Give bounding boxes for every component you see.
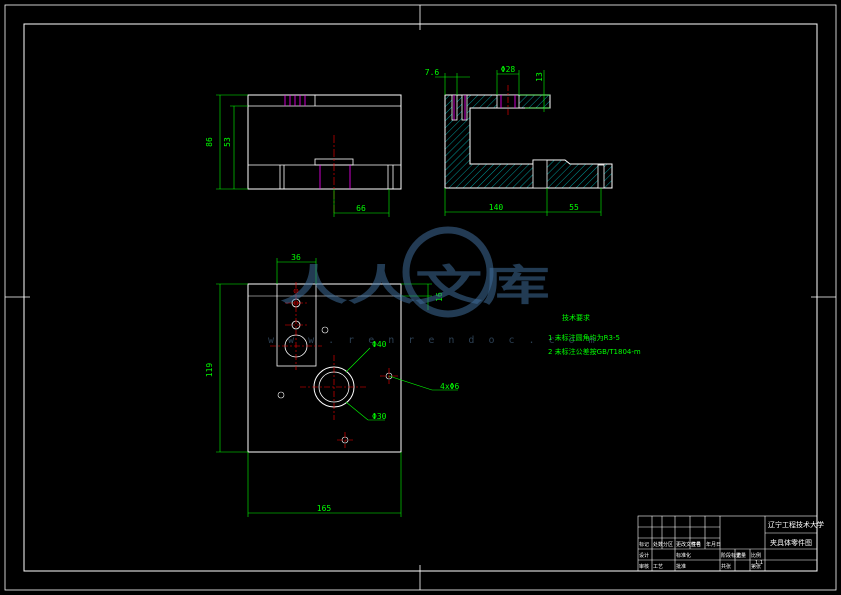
title-block [637, 515, 818, 572]
tb-label-14: 共张 [721, 563, 731, 570]
dim-hole-small: Φ30 [372, 412, 387, 421]
tb-label-8: 审核 [639, 563, 649, 570]
tech-req-title: 技术要求 [562, 313, 590, 322]
tb-label-11: 阶段标记 [721, 552, 741, 559]
dim-top-width: 36 [291, 253, 301, 262]
watermark-logo-ring [402, 226, 494, 318]
dim-bottom-width: 66 [356, 204, 366, 213]
dim-hole-large: Φ40 [372, 340, 387, 349]
tb-scale: 1:1 [755, 560, 763, 566]
dim-top-hole: Φ28 [501, 65, 516, 74]
tb-label-5: 年月日 [706, 541, 721, 548]
dim-hole-pattern: 4xΦ6 [440, 382, 459, 391]
dim-height-outer: 86 [205, 137, 214, 147]
tb-label-15: 第张 [751, 563, 761, 570]
section-view: 7.6 Φ28 13 140 55 [425, 65, 613, 216]
tb-label-3: 更改文件号 [676, 541, 701, 548]
tech-req-item-2: 2 未标注公差按GB/T1804-m [548, 347, 641, 356]
watermark-text: 人人文库 [280, 261, 550, 310]
watermark-url: w w w . r e n r e n d o c . c o m [268, 335, 599, 346]
tb-label-12: 重量 [736, 552, 746, 559]
center-marks [5, 5, 836, 590]
tb-label-13: 比例 [751, 552, 761, 559]
dim-left-height: 119 [205, 363, 214, 378]
tech-req-item-1: 1 未标注圆角均为R3-5 [548, 333, 620, 342]
outer-border [4, 4, 837, 591]
title-block-school: 辽宁工程技术大学 [768, 520, 824, 529]
tb-label-0: 标记 [639, 541, 649, 548]
dim-top-left: 7.6 [425, 68, 440, 77]
tb-label-7: 标准化 [676, 552, 691, 559]
tb-label-10: 批准 [676, 563, 686, 570]
dim-height-inner: 53 [223, 137, 232, 147]
tb-label-9: 工艺 [653, 564, 663, 570]
tb-label-6: 设计 [639, 552, 649, 559]
dim-right-small: 16 [435, 292, 444, 302]
dim-top-right: 13 [535, 72, 544, 82]
watermark: 人人文库 w w w . r e n r e n d o c . c o m [268, 226, 599, 346]
technical-requirements: 技术要求 1 未标注圆角均为R3-5 2 未标注公差按GB/T1804-m [548, 313, 641, 356]
tb-label-2: 分区 [663, 541, 673, 548]
title-block-drawing-name: 夹具体零件图 [770, 538, 812, 547]
plan-view: 36 16 119 165 Φ40 Φ30 4xΦ6 [205, 253, 459, 517]
inner-border [23, 23, 818, 572]
tb-label-4: 签名 [691, 541, 701, 548]
dim-bottom-right: 55 [569, 203, 579, 212]
dim-bottom-width-plan: 165 [317, 504, 332, 513]
tb-label-1: 处数 [653, 541, 663, 548]
dim-bottom-left: 140 [489, 203, 504, 212]
front-view: 86 53 66 [205, 94, 402, 217]
